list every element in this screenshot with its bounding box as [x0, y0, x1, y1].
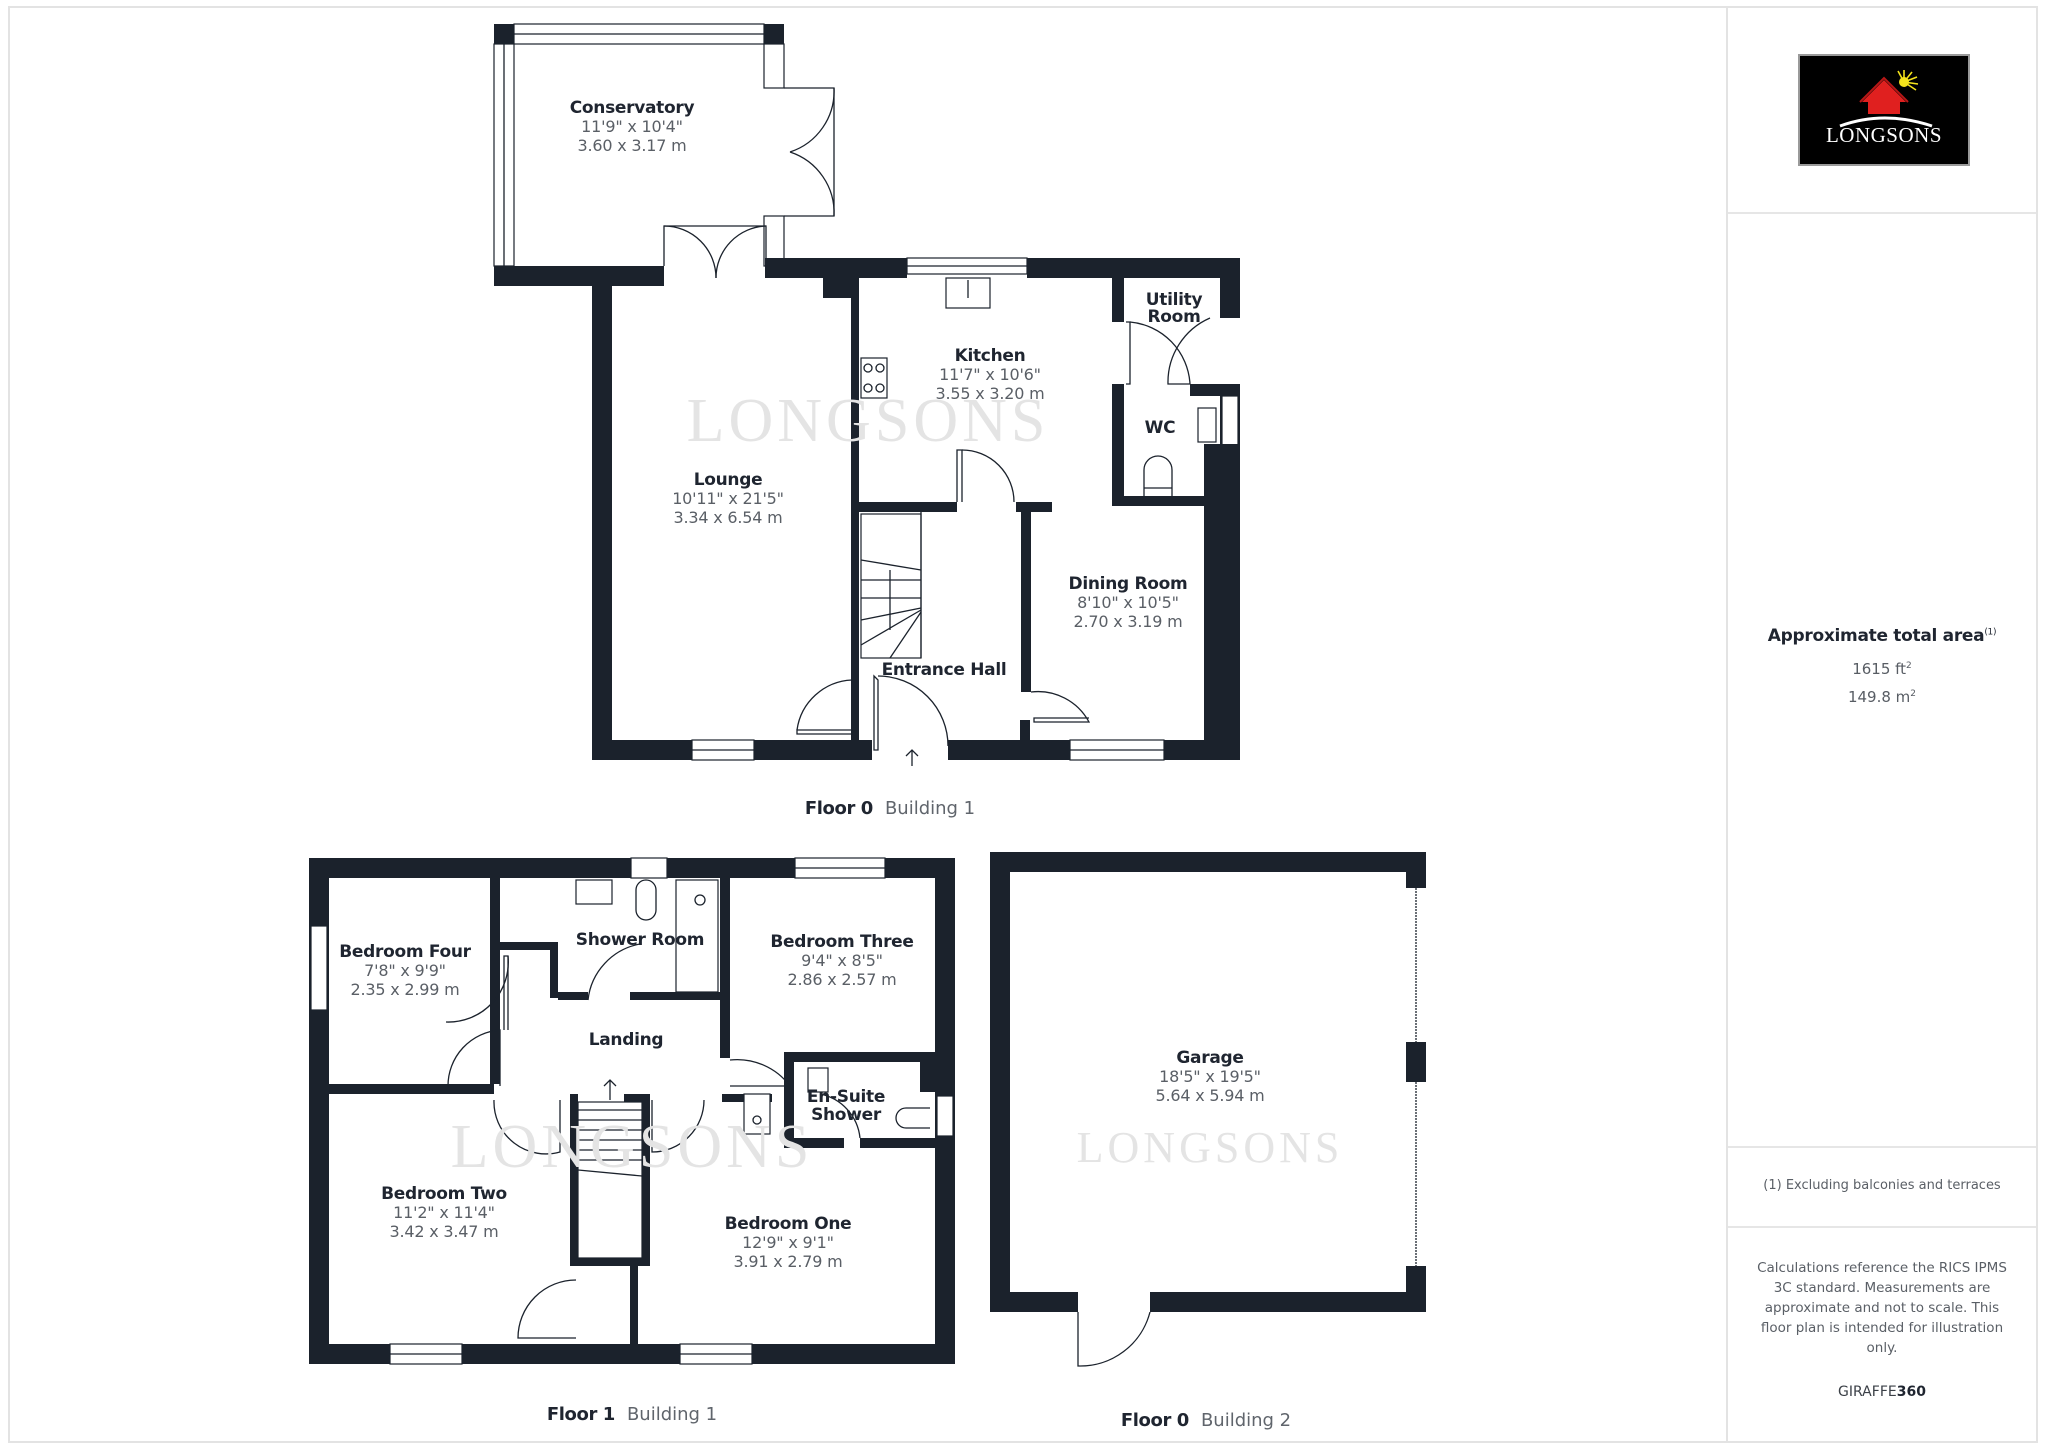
- room-dim-imperial: 7'8" x 9'9": [364, 961, 446, 981]
- disclaimer-text: Calculations reference the RICS IPMS 3C …: [1757, 1260, 2007, 1356]
- room-label-bedroom-three: Bedroom Three 9'4" x 8'5" 2.86 x 2.57 m: [770, 932, 914, 990]
- floor-number: Floor 0: [804, 798, 873, 819]
- area-title-text: Approximate total area: [1767, 626, 1985, 646]
- room-name: Bedroom One: [724, 1214, 852, 1234]
- room-dim-metric: 3.91 x 2.79 m: [733, 1251, 843, 1271]
- room-dim-imperial: 11'9" x 10'4": [581, 117, 683, 137]
- watermark: LONGSONS: [686, 387, 1050, 455]
- page-frame: [8, 6, 2038, 1443]
- area-footnote: (1) Excluding balconies and terraces: [1763, 1178, 2001, 1193]
- room-name: Utility Room: [1145, 290, 1203, 327]
- room-dim-metric: 5.64 x 5.94 m: [1155, 1085, 1265, 1105]
- brand-prefix: GIRAFFE: [1838, 1384, 1897, 1400]
- room-name: WC: [1144, 418, 1176, 438]
- room-dim-metric: 3.55 x 3.20 m: [935, 383, 1045, 403]
- logo-section: LONGSONS: [1728, 8, 2036, 214]
- room-label-lounge: Lounge 10'11" x 21'5" 3.34 x 6.54 m: [672, 470, 784, 528]
- room-dim-metric: 3.42 x 3.47 m: [389, 1221, 499, 1241]
- room-label-wc: WC: [1145, 418, 1176, 438]
- floor-plan-drawing: .w { fill: #1b222c; } .ln { fill: none; …: [309, 23, 1426, 1367]
- area-sqm: 149.8 m2: [1728, 688, 2036, 706]
- watermark: LONGSONS: [1076, 1123, 1344, 1172]
- brand-suffix: 360: [1896, 1384, 1926, 1400]
- building-name: Building 1: [884, 798, 976, 819]
- room-label-shower-room: Shower Room: [575, 930, 705, 950]
- room-name: Garage: [1176, 1048, 1244, 1068]
- room-name: Lounge: [693, 470, 763, 490]
- floor-caption-floor0-building1: Floor 0 Building 1: [805, 798, 975, 819]
- room-label-landing: Landing: [589, 1030, 664, 1050]
- room-dim-imperial: 18'5" x 19'5": [1159, 1067, 1261, 1087]
- unit-power: 2: [1910, 689, 1917, 699]
- floor-caption-floor0-building2: Floor 0 Building 2: [1121, 1410, 1291, 1431]
- floor-caption-floor1-building1: Floor 1 Building 1: [547, 1404, 717, 1425]
- room-name: Bedroom Three: [770, 932, 914, 952]
- room-dim-metric: 2.86 x 2.57 m: [787, 969, 897, 989]
- room-dim-imperial: 11'2" x 11'4": [393, 1203, 495, 1223]
- room-name: Kitchen: [954, 346, 1026, 366]
- divider: [1728, 1226, 2036, 1228]
- longsons-logo: LONGSONS: [1798, 54, 1970, 166]
- floor1-building1-plan: [309, 857, 955, 1365]
- watermark: LONGSONS: [450, 1113, 814, 1181]
- room-dim-metric: 3.34 x 6.54 m: [673, 507, 783, 527]
- room-dim-imperial: 10'11" x 21'5": [672, 489, 784, 509]
- room-label-garage: Garage 18'5" x 19'5" 5.64 x 5.94 m: [1156, 1048, 1265, 1106]
- room-dim-imperial: 8'10" x 10'5": [1077, 593, 1179, 613]
- room-label-bedroom-four: Bedroom Four 7'8" x 9'9" 2.35 x 2.99 m: [339, 942, 471, 1000]
- total-area-title: Approximate total area(1): [1728, 626, 2036, 646]
- area-sqft: 1615 ft2: [1728, 660, 2036, 678]
- building-name: Building 2: [1200, 1410, 1292, 1431]
- floor-plan-area: .w { fill: #1b222c; } .ln { fill: none; …: [10, 8, 1726, 1441]
- room-label-kitchen: Kitchen 11'7" x 10'6" 3.55 x 3.20 m: [936, 346, 1045, 404]
- room-label-bedroom-one: Bedroom One 12'9" x 9'1" 3.91 x 2.79 m: [725, 1214, 852, 1272]
- floor0-building2-plan: [990, 852, 1426, 1367]
- room-label-utility-room: Utility Room: [1144, 292, 1204, 326]
- room-label-entrance-hall: Entrance Hall: [882, 660, 1007, 680]
- room-dim-metric: 3.60 x 3.17 m: [577, 135, 687, 155]
- conservatory-frame: [493, 23, 835, 286]
- building-name: Building 1: [626, 1404, 718, 1425]
- logo-text: LONGSONS: [1825, 123, 1942, 147]
- house-sun-icon: [1839, 70, 1933, 128]
- room-name: Conservatory: [569, 98, 695, 118]
- room-name: En-Suite Shower: [806, 1087, 886, 1125]
- giraffe360-brand: GIRAFFE360: [1728, 1384, 2036, 1400]
- area-sqm-value: 149.8 m: [1847, 688, 1911, 706]
- floor0-building1-plan: [493, 23, 1240, 766]
- room-name: Landing: [588, 1030, 664, 1050]
- floor-number: Floor 1: [546, 1404, 615, 1425]
- area-sqft-value: 1615 ft: [1852, 660, 1907, 678]
- room-name: Shower Room: [575, 930, 705, 950]
- room-name: Entrance Hall: [881, 660, 1007, 680]
- room-name: Dining Room: [1068, 574, 1188, 594]
- room-name: Bedroom Two: [381, 1184, 507, 1204]
- room-name: Bedroom Four: [339, 942, 471, 962]
- room-label-conservatory: Conservatory 11'9" x 10'4" 3.60 x 3.17 m: [570, 98, 695, 156]
- room-dim-imperial: 9'4" x 8'5": [801, 951, 883, 971]
- room-dim-imperial: 12'9" x 9'1": [742, 1233, 834, 1253]
- info-sidebar: LONGSONS Approximate total area(1) 1615 …: [1726, 8, 2036, 1441]
- unit-power: 2: [1906, 661, 1912, 671]
- room-label-dining-room: Dining Room 8'10" x 10'5" 2.70 x 3.19 m: [1069, 574, 1188, 632]
- divider: [1728, 1146, 2036, 1148]
- room-label-en-suite-shower: En-Suite Shower: [806, 1088, 886, 1124]
- staircase-ground: [860, 510, 922, 659]
- floor-number: Floor 0: [1120, 1410, 1189, 1431]
- room-dim-metric: 2.35 x 2.99 m: [350, 979, 460, 999]
- room-dim-metric: 2.70 x 3.19 m: [1073, 611, 1183, 631]
- room-dim-imperial: 11'7" x 10'6": [939, 365, 1041, 385]
- room-label-bedroom-two: Bedroom Two 11'2" x 11'4" 3.42 x 3.47 m: [381, 1184, 507, 1242]
- footnote-marker: (1): [1984, 627, 1997, 638]
